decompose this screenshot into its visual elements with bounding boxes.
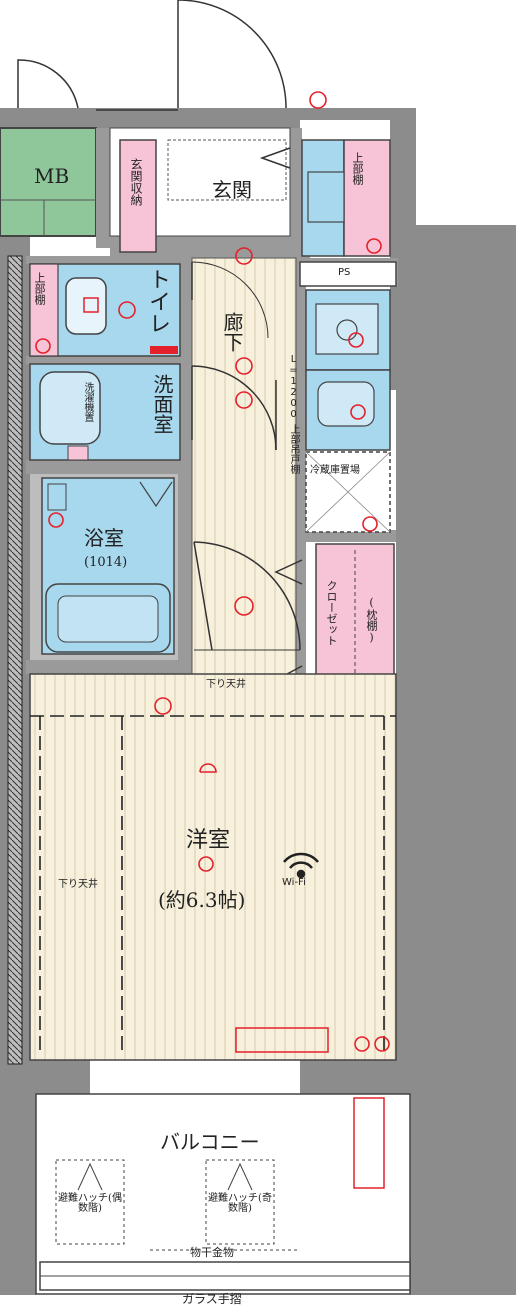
- electrical-symbols: [35, 91, 390, 1052]
- washer-label: 洗濯機置: [82, 382, 93, 422]
- dropped-ceiling-label-1: 下り天井: [206, 679, 246, 690]
- washroom: [29, 363, 181, 461]
- mb-room: [0, 127, 97, 237]
- entrance-label: 玄関: [212, 178, 252, 202]
- hallway-floor: [191, 257, 297, 693]
- door-swings: [191, 147, 303, 695]
- dropped-ceiling-lines: [30, 715, 396, 1050]
- dropped-ceiling-label-2: 下り天井: [58, 879, 98, 890]
- entrance-storage: [119, 139, 157, 253]
- closet-label: クローゼット: [325, 580, 338, 646]
- upper-cabinet-right: [343, 139, 391, 257]
- bath-label: 浴室: [84, 526, 124, 550]
- drying-hardware-label: 物干金物: [190, 1246, 234, 1259]
- upper-shelf-label: 上部吊戸棚: [288, 424, 299, 474]
- toilet-room: [29, 263, 181, 357]
- bathroom: [30, 474, 178, 660]
- balcony: [35, 1093, 411, 1295]
- bath-size-label: (1014): [84, 555, 128, 570]
- toilet-label: トイレ: [145, 268, 170, 334]
- washroom-label: 洗面室: [150, 374, 174, 434]
- closet-shelf-label: (枕棚): [365, 596, 378, 644]
- kitchen: [305, 289, 391, 533]
- escape-hatch-even-label: 避難ハッチ(偶数階): [58, 1193, 122, 1214]
- upper-cabinet-label: 上部棚: [351, 152, 364, 185]
- closet: [315, 543, 395, 693]
- washer-machine: [307, 171, 345, 223]
- ps-label: PS: [338, 267, 351, 278]
- escape-hatch-odd-label: 避難ハッチ(奇数階): [208, 1193, 272, 1214]
- ps-shaft: [299, 261, 397, 287]
- party-wall: [7, 255, 23, 1065]
- entrance-door-swing: [17, 0, 287, 111]
- hallway-label: 廊下: [220, 312, 244, 352]
- entrance-step: [167, 139, 287, 201]
- mb-label: MB: [34, 164, 70, 188]
- wifi-label: Wi-Fi: [282, 877, 306, 888]
- entrance-storage-label: 玄関収納: [129, 158, 143, 206]
- fridge-label: 冷蔵庫置場: [310, 465, 360, 476]
- aircon: [235, 1027, 329, 1053]
- glass-railing-label: ガラス手摺: [182, 1292, 242, 1306]
- toilet-upper-cabinet-label: 上部棚: [33, 272, 46, 305]
- balcony-label: バルコニー: [160, 1130, 260, 1154]
- western-room-size-label: (約6.3帖): [158, 888, 246, 912]
- western-room-label: 洋室: [186, 828, 231, 853]
- wifi-icon: [283, 852, 319, 879]
- shelf-dim-label: L=1200: [288, 354, 299, 420]
